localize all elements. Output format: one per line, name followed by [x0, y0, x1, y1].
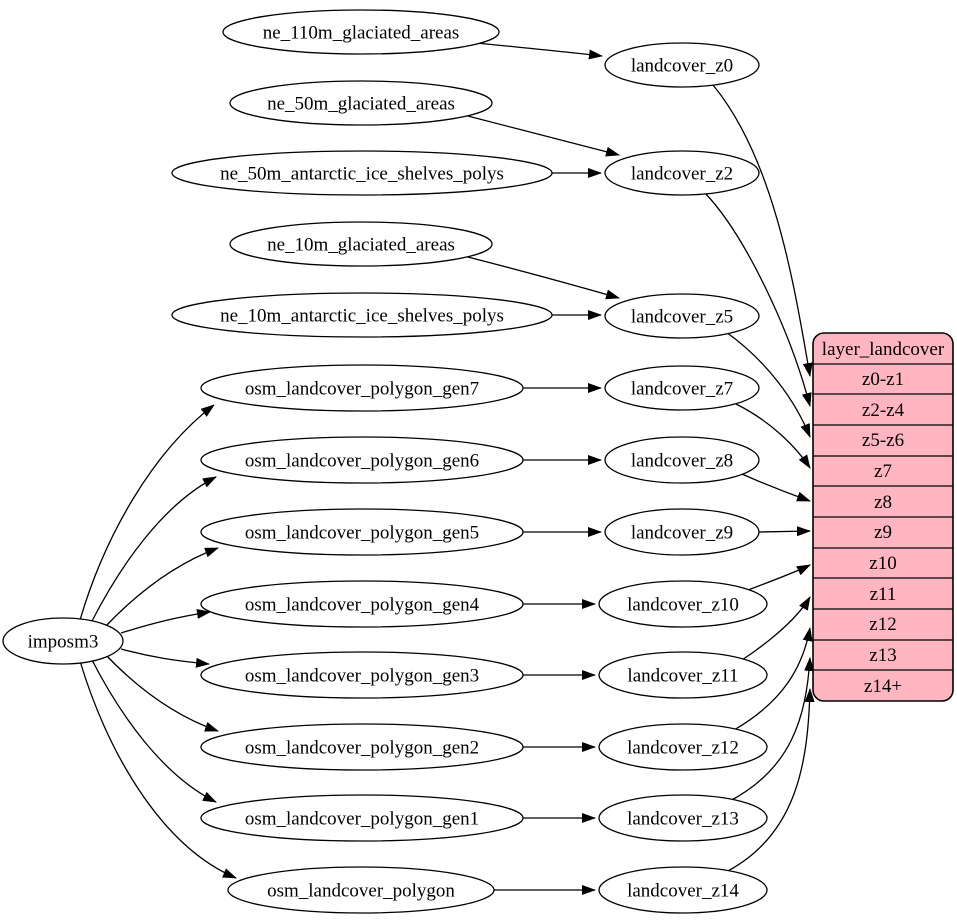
node-landcover-z8: landcover_z8: [604, 436, 760, 484]
edge-z2-to-row-z2-z4: [704, 192, 812, 407]
table-row-z14plus: z14+: [864, 676, 902, 697]
svg-text:osm_landcover_polygon_gen5: osm_landcover_polygon_gen5: [245, 523, 479, 544]
node-osm-landcover-polygon-gen4: osm_landcover_polygon_gen4: [200, 580, 524, 628]
node-osm-landcover-polygon-gen1: osm_landcover_polygon_gen1: [200, 794, 524, 842]
svg-text:landcover_z2: landcover_z2: [631, 164, 733, 185]
svg-text:osm_landcover_polygon_gen2: osm_landcover_polygon_gen2: [245, 738, 479, 759]
svg-text:imposm3: imposm3: [28, 632, 99, 653]
svg-text:landcover_z12: landcover_z12: [627, 738, 739, 759]
svg-text:landcover_z14: landcover_z14: [627, 881, 739, 902]
table-row-z11: z11: [870, 584, 897, 605]
node-osm-landcover-polygon: osm_landcover_polygon: [227, 866, 495, 914]
table-row-z2-z4: z2-z4: [862, 400, 905, 421]
node-landcover-z14: landcover_z14: [598, 866, 768, 914]
node-osm-landcover-polygon-gen3: osm_landcover_polygon_gen3: [200, 651, 524, 699]
node-landcover-z11: landcover_z11: [598, 651, 768, 699]
node-landcover-z12: landcover_z12: [598, 723, 768, 771]
edge-ne50m-glaciated-to-z2: [459, 113, 620, 157]
svg-text:landcover_z7: landcover_z7: [631, 379, 733, 400]
edge-z7-to-row-z7: [735, 403, 811, 469]
edge-z12-to-row-z12: [733, 627, 813, 731]
svg-text:osm_landcover_polygon_gen3: osm_landcover_polygon_gen3: [245, 666, 479, 687]
table-row-z7: z7: [874, 461, 892, 482]
edge-z0-to-row-z0-z1: [712, 84, 813, 377]
svg-text:osm_landcover_polygon_gen7: osm_landcover_polygon_gen7: [245, 379, 479, 400]
edge-z10-to-row-z10: [747, 564, 811, 591]
table-row-z10: z10: [869, 553, 896, 574]
svg-text:landcover_z13: landcover_z13: [627, 809, 739, 830]
edge-imposm3-to-gen3: [120, 648, 210, 668]
layer-landcover-table: layer_landcover z0-z1 z2-z4 z5-z6 z7 z8 …: [812, 332, 954, 702]
svg-text:landcover_z10: landcover_z10: [627, 595, 739, 616]
svg-text:osm_landcover_polygon_gen1: osm_landcover_polygon_gen1: [245, 809, 479, 830]
edge-z11-to-row-z11: [741, 596, 811, 661]
svg-text:ne_110m_glaciated_areas: ne_110m_glaciated_areas: [263, 23, 460, 44]
edge-z9-to-row-z9: [758, 526, 811, 537]
svg-text:ne_10m_antarctic_ice_shelves_p: ne_10m_antarctic_ice_shelves_polys: [220, 306, 504, 327]
node-landcover-z10: landcover_z10: [598, 580, 768, 628]
svg-text:landcover_z8: landcover_z8: [631, 451, 733, 472]
svg-text:landcover_z5: landcover_z5: [631, 307, 733, 328]
table-row-z9: z9: [874, 522, 892, 543]
nodes-layer: imposm3 ne_110m_glaciated_areas ne_50m_g…: [2, 9, 768, 914]
svg-text:osm_landcover_polygon_gen6: osm_landcover_polygon_gen6: [245, 451, 479, 472]
node-imposm3: imposm3: [2, 617, 124, 665]
svg-text:landcover_z0: landcover_z0: [631, 56, 733, 77]
node-ne-50m-glaciated-areas: ne_50m_glaciated_areas: [229, 80, 493, 126]
table-row-z8: z8: [874, 492, 892, 513]
svg-text:landcover_z11: landcover_z11: [627, 666, 738, 687]
edge-z14-to-row-z14plus: [721, 688, 815, 875]
edge-ne110m-to-z0: [466, 41, 603, 60]
node-osm-landcover-polygon-gen6: osm_landcover_polygon_gen6: [200, 436, 524, 484]
edge-imposm3-to-gen5: [103, 547, 219, 629]
node-landcover-z9: landcover_z9: [604, 508, 760, 556]
svg-text:osm_landcover_polygon: osm_landcover_polygon: [267, 881, 455, 902]
node-osm-landcover-polygon-gen2: osm_landcover_polygon_gen2: [200, 723, 524, 771]
node-landcover-z5: landcover_z5: [604, 293, 760, 339]
edge-imposm3-to-gen7: [79, 404, 215, 621]
edges-layer: [79, 41, 815, 895]
table-row-z13: z13: [869, 645, 896, 666]
svg-text:ne_50m_glaciated_areas: ne_50m_glaciated_areas: [267, 94, 455, 115]
svg-text:landcover_z9: landcover_z9: [631, 523, 733, 544]
svg-text:osm_landcover_polygon_gen4: osm_landcover_polygon_gen4: [245, 595, 480, 616]
table-row-z5-z6: z5-z6: [862, 430, 904, 451]
edge-imposm3-to-gen4: [120, 608, 211, 634]
edge-imposm3-to-osm-landcover-polygon: [79, 660, 237, 879]
node-ne-110m-glaciated-areas: ne_110m_glaciated_areas: [222, 9, 500, 55]
edge-imposm3-to-gen2: [103, 652, 219, 732]
node-landcover-z0: landcover_z0: [604, 42, 760, 88]
edge-z13-to-row-z13: [727, 657, 815, 803]
node-ne-10m-antarctic-ice-shelves-polys: ne_10m_antarctic_ice_shelves_polys: [171, 292, 553, 338]
edge-imposm3-to-gen6: [90, 476, 217, 624]
edge-z5-to-row-z5-z6: [725, 331, 811, 438]
table-title: layer_landcover: [822, 339, 945, 360]
node-ne-50m-antarctic-ice-shelves-polys: ne_50m_antarctic_ice_shelves_polys: [171, 150, 553, 196]
node-ne-10m-glaciated-areas: ne_10m_glaciated_areas: [229, 221, 493, 267]
table-row-z0-z1: z0-z1: [862, 369, 904, 390]
edge-imposm3-to-gen1: [90, 657, 217, 803]
svg-text:ne_10m_glaciated_areas: ne_10m_glaciated_areas: [267, 235, 455, 256]
node-osm-landcover-polygon-gen7: osm_landcover_polygon_gen7: [200, 364, 524, 412]
node-landcover-z7: landcover_z7: [604, 365, 760, 411]
edge-ne10m-glaciated-to-z5: [459, 254, 620, 300]
svg-text:ne_50m_antarctic_ice_shelves_p: ne_50m_antarctic_ice_shelves_polys: [220, 164, 504, 185]
edge-z8-to-row-z8: [741, 473, 811, 502]
node-landcover-z13: landcover_z13: [598, 794, 768, 842]
node-osm-landcover-polygon-gen5: osm_landcover_polygon_gen5: [200, 508, 524, 556]
node-landcover-z2: landcover_z2: [604, 150, 760, 196]
table-row-z12: z12: [869, 614, 896, 635]
